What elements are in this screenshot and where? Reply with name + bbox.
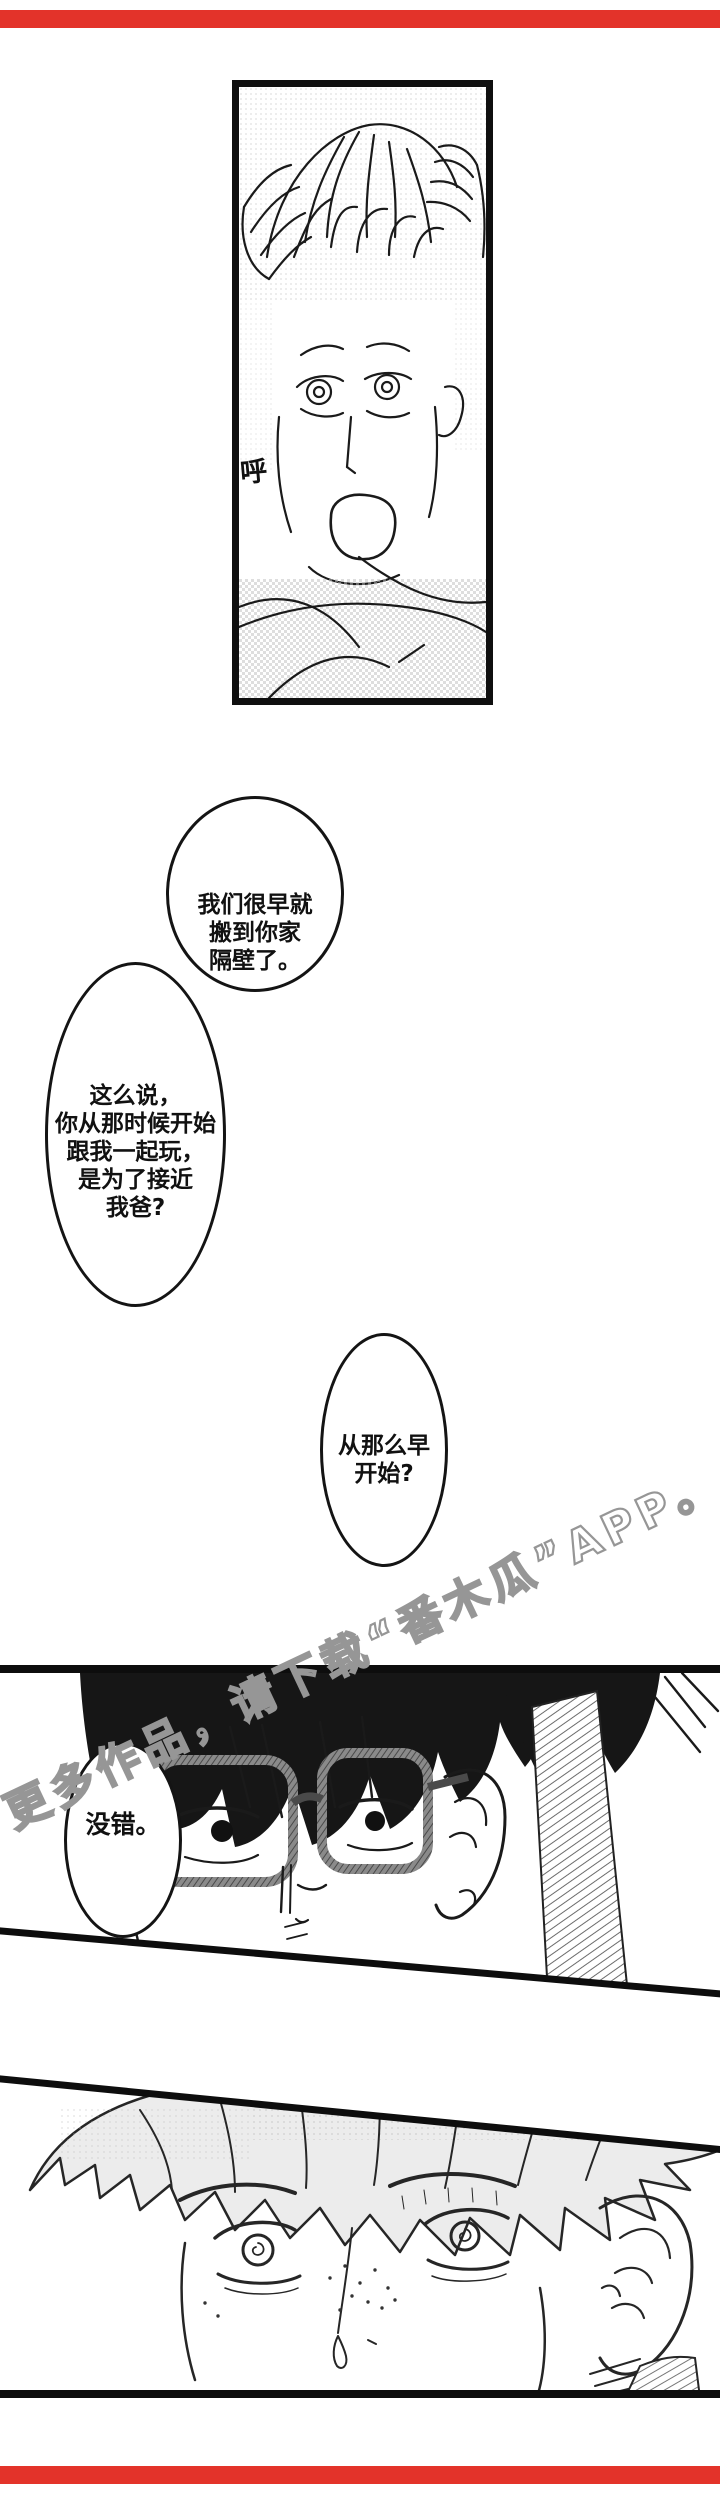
panel-3-bottom-border xyxy=(0,2390,720,2398)
bubble-2-line-1: 这么说， xyxy=(89,1082,182,1109)
panel-3-artwork xyxy=(28,2080,720,2398)
bubble-2-line-2: 你从那时候开始 xyxy=(55,1110,216,1137)
bubble-1-line-2: 搬到你家 xyxy=(209,920,301,946)
speech-bubble-3: 从那么早 开始? xyxy=(320,1333,448,1567)
panel-2-artwork xyxy=(80,1671,720,1995)
panel-1-artwork xyxy=(239,87,486,698)
bubble-4-line-1: 没错。 xyxy=(85,1810,161,1839)
bubble-1-line-3: 隔壁了。 xyxy=(209,948,301,974)
speech-bubble-2: 这么说， 你从那时候开始 跟我一起玩， 是为了接近 我爸? xyxy=(45,962,226,1307)
manga-panel-3 xyxy=(0,2078,720,2398)
bubble-2-line-5: 我爸? xyxy=(105,1194,166,1221)
bubble-2-line-3: 跟我一起玩， xyxy=(66,1138,205,1165)
bubble-2-line-4: 是为了接近 xyxy=(78,1166,193,1193)
speech-bubble-4: 没错。 xyxy=(64,1742,182,1938)
bubble-3-line-1: 从那么早 xyxy=(338,1433,430,1459)
bubble-1-line-1: 我们很早就 xyxy=(197,892,313,918)
speech-bubble-1: 我们很早就 搬到你家 隔壁了。 xyxy=(166,796,344,992)
sfx-breath: 呼 xyxy=(238,455,270,490)
red-divider-top xyxy=(0,10,720,28)
bubble-3-line-2: 开始? xyxy=(354,1461,414,1487)
manga-panel-1 xyxy=(232,80,493,705)
red-divider-bottom xyxy=(0,2466,720,2484)
panel-2-top-border xyxy=(0,1665,720,1673)
